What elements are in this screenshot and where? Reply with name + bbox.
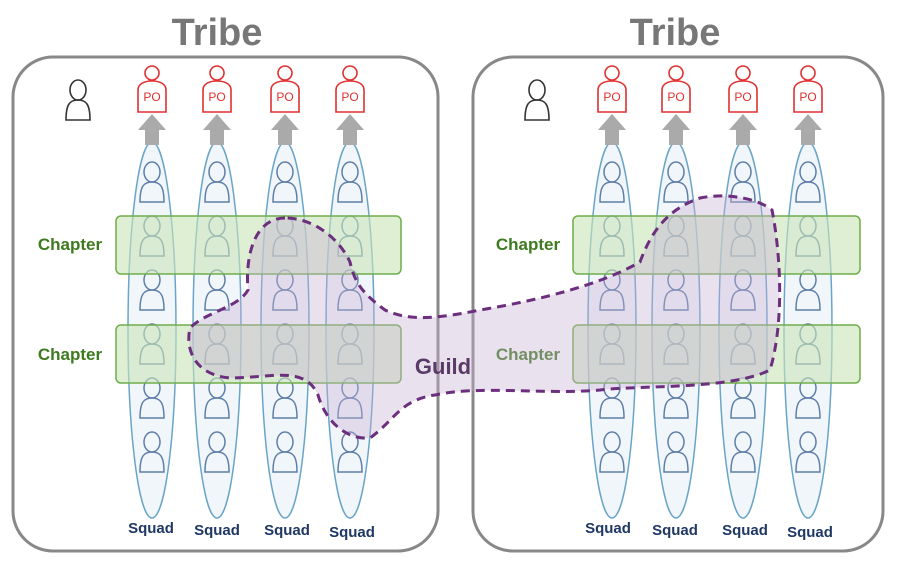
squad-member-icon	[139, 161, 165, 203]
guild-region	[187, 194, 782, 440]
squad-member-icon	[204, 161, 230, 203]
product-owner-label: PO	[341, 90, 358, 104]
product-owner-label: PO	[799, 90, 816, 104]
squad-member-icon	[337, 431, 363, 473]
squad-label: Squad	[585, 520, 631, 537]
squad-member-icon	[730, 431, 756, 473]
chapter-label: Chapter	[38, 345, 103, 364]
squad-member-icon	[272, 161, 298, 203]
product-owner-label: PO	[208, 90, 225, 104]
arrow-up-icon	[138, 114, 166, 145]
guild-label: Guild	[415, 354, 471, 379]
squad-member-icon	[599, 161, 625, 203]
squad-member-icon	[337, 161, 363, 203]
tribe-1-title: Tribe	[172, 12, 263, 54]
chapter-band	[115, 324, 402, 384]
squad-label: Squad	[194, 522, 240, 539]
squad-member-icon	[204, 431, 230, 473]
product-owner-label: PO	[603, 90, 620, 104]
arrow-up-icon	[598, 114, 626, 145]
product-owner-label: PO	[276, 90, 293, 104]
product-owner-icon: PO	[202, 65, 232, 113]
squad-member-icon	[663, 161, 689, 203]
arrow-up-icon	[203, 114, 231, 145]
squad-label: Squad	[128, 520, 174, 537]
tribe-2-title: Tribe	[630, 12, 721, 54]
product-owner-label: PO	[734, 90, 751, 104]
squad-label: Squad	[652, 522, 698, 539]
product-owner-icon: PO	[335, 65, 365, 113]
squad-member-icon	[272, 431, 298, 473]
squad-label: Squad	[722, 522, 768, 539]
chapter-label: Chapter	[38, 235, 103, 254]
product-owner-icon: PO	[728, 65, 758, 113]
squad-member-icon	[795, 431, 821, 473]
chapter-band	[572, 215, 861, 275]
chapter-label: Chapter	[496, 235, 561, 254]
squad-member-icon	[730, 161, 756, 203]
product-owner-label: PO	[667, 90, 684, 104]
product-owner-icon: PO	[793, 65, 823, 113]
squad-label: Squad	[787, 524, 833, 541]
product-owner-icon: PO	[661, 65, 691, 113]
squad-member-icon	[795, 161, 821, 203]
arrow-up-icon	[729, 114, 757, 145]
product-owner-icon: PO	[597, 65, 627, 113]
chapter-label: Chapter	[496, 345, 561, 364]
arrow-up-icon	[271, 114, 299, 145]
squad-label: Squad	[264, 522, 310, 539]
arrow-up-icon	[336, 114, 364, 145]
arrow-up-icon	[794, 114, 822, 145]
tribe-1: Tribe PO PO PO PO Chapter Chapter Squad …	[11, 12, 440, 553]
squad-member-icon	[139, 431, 165, 473]
squad-label: Squad	[329, 524, 375, 541]
product-owner-icon: PO	[137, 65, 167, 113]
product-owner-icon: PO	[270, 65, 300, 113]
product-owner-label: PO	[143, 90, 160, 104]
chapter-band	[115, 215, 402, 275]
squad-member-icon	[599, 431, 625, 473]
squad-member-icon	[663, 431, 689, 473]
arrow-up-icon	[662, 114, 690, 145]
tribe-2: Tribe PO PO PO PO Chapter Chapter Squad …	[471, 12, 885, 553]
